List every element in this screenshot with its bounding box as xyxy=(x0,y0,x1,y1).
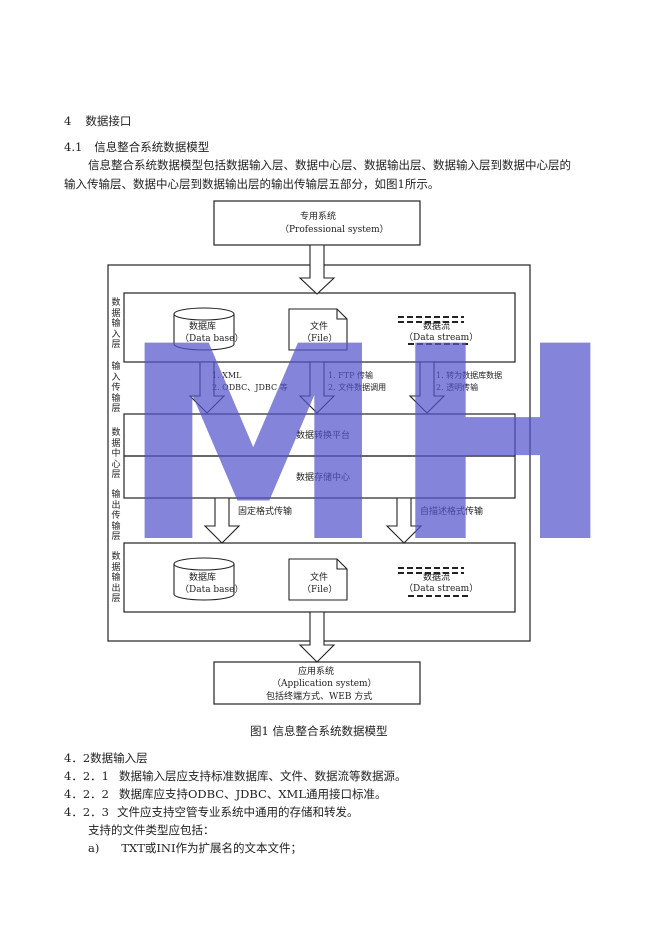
transfer-stream-line2: 2. 透明传输 xyxy=(436,383,479,392)
fixed-format-label: 固定格式传输 xyxy=(238,507,293,517)
input-stream-icon xyxy=(398,316,470,345)
label-output-layer: 数据输出层 xyxy=(111,552,121,604)
output-stream-icon xyxy=(398,567,470,597)
input-database-icon xyxy=(173,307,235,351)
paragraph-4-1-line2: 输入传输层、数据中心层到数据输出层的输出传输层五部分，如图1所示。 xyxy=(64,177,440,191)
arrow-file-transfer xyxy=(298,361,336,414)
storage-center-label: 数据存储中心 xyxy=(296,473,351,483)
item-4-2-1-number: 4．2．1 xyxy=(64,769,109,783)
input-file-icon xyxy=(288,308,348,351)
professional-system-cn: 专用系统 xyxy=(300,212,337,222)
section-number: 4 xyxy=(64,114,72,128)
item-4-2-2: 4．2．2 数据库应支持ODBC、JDBC、XML通用接口标准。 xyxy=(64,787,386,801)
output-database-cn: 数据库 xyxy=(189,573,217,583)
arrow-self-describing xyxy=(385,497,423,544)
input-database-cn: 数据库 xyxy=(189,322,217,332)
arrow-output-to-application xyxy=(298,611,336,663)
subsection-4-2-heading: 4．2数据输入层 xyxy=(64,751,148,765)
input-file-cn: 文件 xyxy=(310,322,329,332)
label-input-layer: 数据输入层 xyxy=(111,298,121,350)
transfer-db-line2: 2. ODBC、JDBC 等 xyxy=(212,383,288,392)
input-database-en: （Data base） xyxy=(180,334,244,344)
file-types-intro: 支持的文件类型应包括： xyxy=(88,823,215,837)
output-file-cn: 文件 xyxy=(310,573,329,583)
application-system-en: （Application system） xyxy=(272,679,377,689)
output-stream-en: （Data stream） xyxy=(404,584,479,594)
arrow-database-transfer xyxy=(188,361,226,414)
application-system-note: 包括终端方式、WEB 方式 xyxy=(266,692,373,702)
label-input-transfer-layer: 输入传输层 xyxy=(111,362,121,414)
subsection-4-1-title: 信息整合系统数据模型 xyxy=(94,140,210,154)
figure-caption: 图1 信息整合系统数据模型 xyxy=(250,724,388,738)
arrow-professional-to-input xyxy=(298,244,336,295)
subsection-4-1-heading: 4.1 信息整合系统数据模型 xyxy=(64,140,209,154)
list-item-a-text: TXT或INI作为扩展名的文本文件； xyxy=(121,841,303,855)
input-file-en: （File） xyxy=(302,334,338,344)
item-4-2-2-number: 4．2．2 xyxy=(64,787,109,801)
output-stream-cn: 数据流 xyxy=(423,573,451,583)
item-4-2-3: 4．2．3 文件应支持空管专业系统中通用的存储和转发。 xyxy=(64,805,358,819)
item-4-2-2-text: 数据库应支持ODBC、JDBC、XML通用接口标准。 xyxy=(118,787,387,801)
label-output-transfer-layer: 输出传输层 xyxy=(111,490,121,542)
arrow-fixed-format xyxy=(203,497,241,544)
transfer-db-line1: 1. XML xyxy=(212,371,242,380)
subsection-4-2-number: 4．2 xyxy=(64,751,91,765)
subsection-4-2-title: 数据输入层 xyxy=(90,751,148,765)
watermark-mh: MH xyxy=(120,290,619,602)
item-4-2-3-text: 文件应支持空管专业系统中通用的存储和转发。 xyxy=(116,805,359,819)
item-4-2-1-text: 数据输入层应支持标准数据库、文件、数据流等数据源。 xyxy=(118,769,407,783)
professional-system-box xyxy=(213,200,421,246)
input-stream-cn: 数据流 xyxy=(423,322,451,332)
output-file-en: （File） xyxy=(302,585,338,595)
item-4-2-1: 4．2．1 数据输入层应支持标准数据库、文件、数据流等数据源。 xyxy=(64,769,406,783)
label-center-layer: 数据中心层 xyxy=(111,428,121,480)
item-4-2-3-number: 4．2．3 xyxy=(64,805,109,819)
conversion-platform-label: 数据转换平台 xyxy=(296,431,351,441)
application-system-cn: 应用系统 xyxy=(298,667,335,677)
input-stream-en: （Data stream） xyxy=(404,333,479,343)
list-item-a-marker: a) xyxy=(88,841,100,855)
transfer-file-line1: 1. FTP 传输 xyxy=(328,371,373,380)
output-database-en: （Data base） xyxy=(180,585,244,595)
output-file-icon xyxy=(288,558,348,601)
section-heading: 4 数据接口 xyxy=(64,114,131,128)
transfer-file-line2: 2. 文件数据调用 xyxy=(328,383,387,392)
arrow-stream-transfer xyxy=(408,361,446,414)
paragraph-4-1-line1: 信息整合系统数据模型包括数据输入层、数据中心层、数据输出层、数据输入层到数据中心… xyxy=(88,158,571,172)
transfer-stream-line1: 1. 转为数据库数据 xyxy=(436,371,503,380)
subsection-4-1-number: 4.1 xyxy=(64,140,83,154)
storage-center-box xyxy=(123,455,516,499)
section-title: 数据接口 xyxy=(85,114,132,128)
professional-system-en: （Professional system） xyxy=(280,225,389,235)
list-item-a: a) TXT或INI作为扩展名的文本文件； xyxy=(88,841,302,855)
self-describing-label: 自描述格式传输 xyxy=(420,507,484,517)
output-database-icon xyxy=(173,557,235,601)
